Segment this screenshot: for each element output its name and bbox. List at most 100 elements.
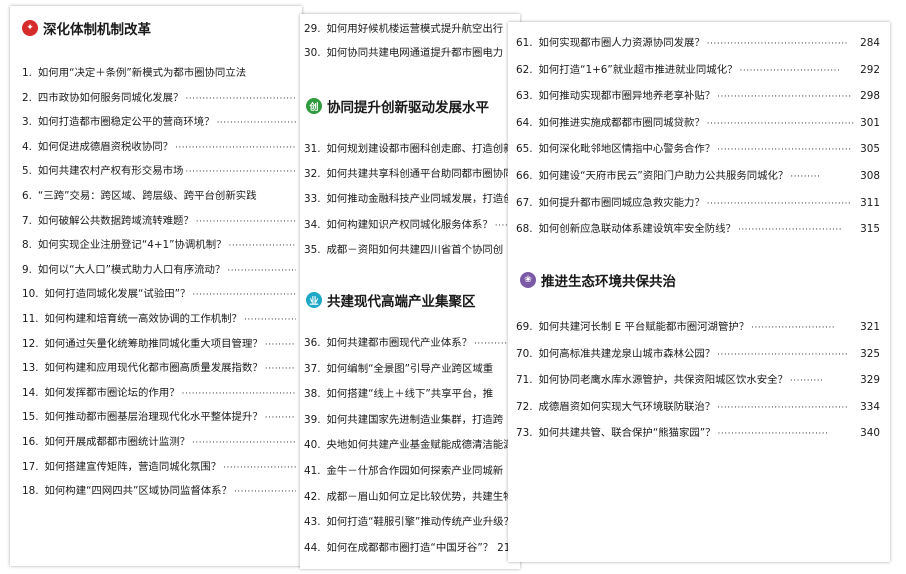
- toc-entry[interactable]: 5.如何共建农村产权有形交易市场························…: [22, 164, 298, 178]
- toc-entry[interactable]: 30.如何协同共建电网通道提升都市圈电力: [304, 46, 518, 60]
- entry-leader: ········································…: [175, 142, 296, 153]
- entry-number: 35.: [304, 243, 321, 256]
- toc-entry[interactable]: 61.如何实现都市圈人力资源协同发展？·····················…: [516, 36, 880, 50]
- entry-title: 如何破解公共数据跨域流转难题？: [37, 214, 194, 227]
- entry-leader: ········································…: [228, 241, 296, 252]
- toc-entry[interactable]: 43.如何打造“鞋服引擎”推动传统产业升级？··················…: [304, 515, 520, 529]
- toc-entry[interactable]: 35.成都－资阳如何共建四川省首个协同创: [304, 243, 518, 257]
- entry-number: 1.: [22, 67, 32, 79]
- entry-number: 73.: [516, 427, 533, 440]
- toc-entry[interactable]: 17.如何搭建宣传矩阵，营造同城化氛围？····················…: [22, 460, 298, 474]
- toc-entry[interactable]: 14.如何发挥都市圈论坛的作用？························…: [22, 386, 298, 400]
- toc-entry[interactable]: 8.如何实现企业注册登记“4+1”协调机制？··················…: [22, 238, 298, 252]
- toc-entry[interactable]: 41.金牛－什邡合作园如何探索产业同城新: [304, 464, 516, 478]
- entry-number: 39.: [304, 413, 321, 426]
- toc-entry[interactable]: 39.如何共建国家先进制造业集群，打造跨: [304, 413, 516, 427]
- toc-entry[interactable]: 31.如何规划建设都市圈科创走廊、打造创新: [304, 142, 518, 156]
- toc-entry[interactable]: 44.如何在成都都市圈打造“中国牙谷”？····················…: [304, 541, 517, 555]
- entry-page-number: 301: [860, 116, 880, 129]
- entry-page-number: 308: [860, 170, 880, 182]
- toc-entry[interactable]: 62. 如何打造“1+6”就业超市推进就业同城化？················…: [516, 63, 880, 77]
- entry-leader: ········································…: [233, 487, 296, 498]
- entry-number: 64.: [516, 116, 533, 129]
- toc-entry[interactable]: 10.如何打造同城化发展“试验田”？······················…: [22, 287, 298, 301]
- toc-entry[interactable]: 15.如何推动都市圈基层治理现代化水平整体提升？··········: [22, 410, 298, 424]
- entry-number: 32.: [304, 168, 321, 181]
- toc-entry[interactable]: 7. 如何破解公共数据跨域流转难题？·······················…: [22, 214, 298, 228]
- entry-number: 7.: [22, 214, 32, 227]
- entry-number: 17.: [22, 460, 39, 473]
- entry-number: 33.: [304, 193, 321, 206]
- toc-entry[interactable]: 40.央地如何共建产业基金赋能成德清洁能源: [304, 438, 516, 452]
- entry-title: 如何以“大人口”模式助力人口有序流动？: [37, 263, 226, 276]
- toc-entry[interactable]: 65.如何深化毗邻地区情指中心警务合作？····················…: [516, 142, 880, 156]
- toc-entry[interactable]: 63.如何推动实现都市圈异地养老享补贴？····················…: [516, 89, 880, 103]
- toc-entry[interactable]: 11.如何构建和培育统一高效协调的工作机制？··················…: [22, 312, 298, 326]
- toc-entry[interactable]: 29.如何用好候机楼运营模式提升航空出行: [304, 22, 518, 36]
- toc-entry[interactable]: 1.如何用“决定＋条例”新模式为都市圈协同立法: [22, 66, 298, 80]
- toc-entry[interactable]: 9.如何以“大人口”模式助力人口有序流动？···················…: [22, 263, 298, 277]
- entry-title: 如何共建农村产权有形交易市场: [37, 165, 184, 178]
- section-heading: ❀ 推进生态环境共保共治: [520, 270, 676, 290]
- toc-entry[interactable]: 34.如何构建知识产权同城化服务体系？······: [304, 218, 518, 232]
- toc-entry[interactable]: 64.如何推进实施成都都市圈同城贷款？·····················…: [516, 116, 880, 130]
- entry-leader: ········································…: [185, 167, 296, 178]
- entry-number: 43.: [304, 516, 321, 529]
- toc-entry[interactable]: 71.如何协同老鹰水库水源管护，共保资阳城区饮水安全？··········329: [516, 373, 880, 387]
- entry-title: 如何开展成都都市圈统计监测？: [44, 436, 190, 448]
- toc-entry[interactable]: 68.如何创新应急联动体系建设筑牢安全防线？··················…: [516, 222, 880, 236]
- entry-number: 42.: [304, 490, 321, 503]
- entry-number: 62.: [516, 63, 533, 76]
- entry-number: 3.: [22, 116, 32, 129]
- entry-number: 72.: [516, 400, 533, 413]
- entry-leader: ········································…: [195, 216, 296, 227]
- entry-page-number: 329: [860, 374, 880, 387]
- toc-page-middle: 29.如何用好候机楼运营模式提升航空出行 30.如何协同共建电网通道提升都市圈电力…: [300, 14, 520, 569]
- entry-leader: ·······························: [737, 225, 843, 236]
- entry-title: 如何构建和应用现代化都市圈高质量发展指数？: [44, 362, 263, 375]
- entry-title: 如何发挥都市圈论坛的作用？: [44, 386, 180, 399]
- toc-entry[interactable]: 13.如何构建和应用现代化都市圈高质量发展指数？·········: [22, 361, 298, 375]
- entry-title: 金牛－什邡合作园如何探索产业同城新: [326, 465, 504, 477]
- toc-entry[interactable]: 32. 如何共建共享科创通平台助同都市圈协同: [304, 167, 518, 181]
- entry-title: 如何创新应急联动体系建设筑牢安全防线？: [538, 223, 736, 236]
- toc-entry[interactable]: 18. 如何构建“四网四共”区域协同监督体系？··················…: [22, 484, 298, 498]
- entry-number: 16.: [22, 436, 39, 448]
- toc-entry[interactable]: 36.如何共建都市圈现代产业体系？···········: [304, 336, 516, 350]
- entry-number: 13.: [22, 362, 39, 375]
- toc-entry[interactable]: 4.如何促进成德眉资税收协同？·························…: [22, 140, 298, 154]
- reform-icon: ✦: [22, 20, 38, 36]
- toc-entry[interactable]: 66.如何建设“天府市民云”资阳门户助力公共服务同城化？·········308: [516, 169, 880, 183]
- entry-title: 如何推进实施成都都市圈同城贷款？: [538, 116, 705, 129]
- toc-entry[interactable]: 72.成德眉资如何实现大气环境联防联治？····················…: [516, 400, 880, 414]
- toc-entry[interactable]: 12.如何通过矢量化统筹助推同城化重大项目管理？·········: [22, 337, 298, 351]
- toc-entry[interactable]: 16.如何开展成都都市圈统计监测？·······················…: [22, 435, 298, 449]
- entry-title: 如何共建都市圈现代产业体系？: [326, 337, 472, 349]
- entry-leader: ········································…: [706, 39, 848, 49]
- entry-number: 18.: [22, 485, 39, 498]
- entry-leader: ········································…: [227, 265, 296, 276]
- toc-entry[interactable]: 70.如何高标准共建龙泉山城市森林公园？····················…: [516, 347, 880, 361]
- toc-entry[interactable]: 6.“三跨”交易：跨区域、跨层级、跨平台创新实践: [22, 189, 298, 203]
- entry-title: 如何构建“四网四共”区域协同监督体系？: [44, 485, 232, 498]
- toc-entry[interactable]: 38.如何搭建“线上＋线下”共享平台，推: [304, 387, 516, 401]
- toc-entry[interactable]: 73.如何共建共管、联合保护“熊猫家园”？···················…: [516, 426, 880, 440]
- entry-number: 34.: [304, 218, 321, 231]
- entry-leader: ······························: [739, 65, 841, 76]
- toc-entry[interactable]: 33.如何推动金融科技产业同城发展，打造创: [304, 192, 518, 206]
- entry-title: 如何共建共享科创通平台助同都市圈协同: [326, 168, 514, 181]
- entry-leader: ··········: [789, 376, 824, 387]
- toc-entry[interactable]: 42.成都－眉山如何立足比较优势，共建生物医药高地？······204: [304, 490, 520, 504]
- toc-entry[interactable]: 69.如何共建河长制 E 平台赋能都市圈河湖管护？···············…: [516, 320, 880, 334]
- toc-entry[interactable]: 67.如何提升都市圈同城应急救灾能力？·····················…: [516, 196, 880, 210]
- entry-title: 如何打造“1+6”就业超市推进就业同城化？: [538, 63, 738, 76]
- entry-title: 如何打造都市圈稳定公平的营商环境？: [37, 116, 215, 129]
- entry-title: 成德眉资如何实现大气环境联防联治？: [538, 400, 716, 413]
- entry-title: 如何搭建“线上＋线下”共享平台，推: [326, 388, 494, 401]
- toc-entry[interactable]: 37.如何编制“全景图”引导产业跨区域重: [304, 362, 516, 376]
- entry-leader: ········································…: [181, 388, 296, 399]
- toc-entry[interactable]: 2.四市政协如何服务同城化发展？························…: [22, 91, 298, 105]
- toc-entry[interactable]: 3.如何打造都市圈稳定公平的营商环境？·····················…: [22, 115, 298, 129]
- entry-title: 四市政协如何服务同城化发展？: [37, 91, 184, 104]
